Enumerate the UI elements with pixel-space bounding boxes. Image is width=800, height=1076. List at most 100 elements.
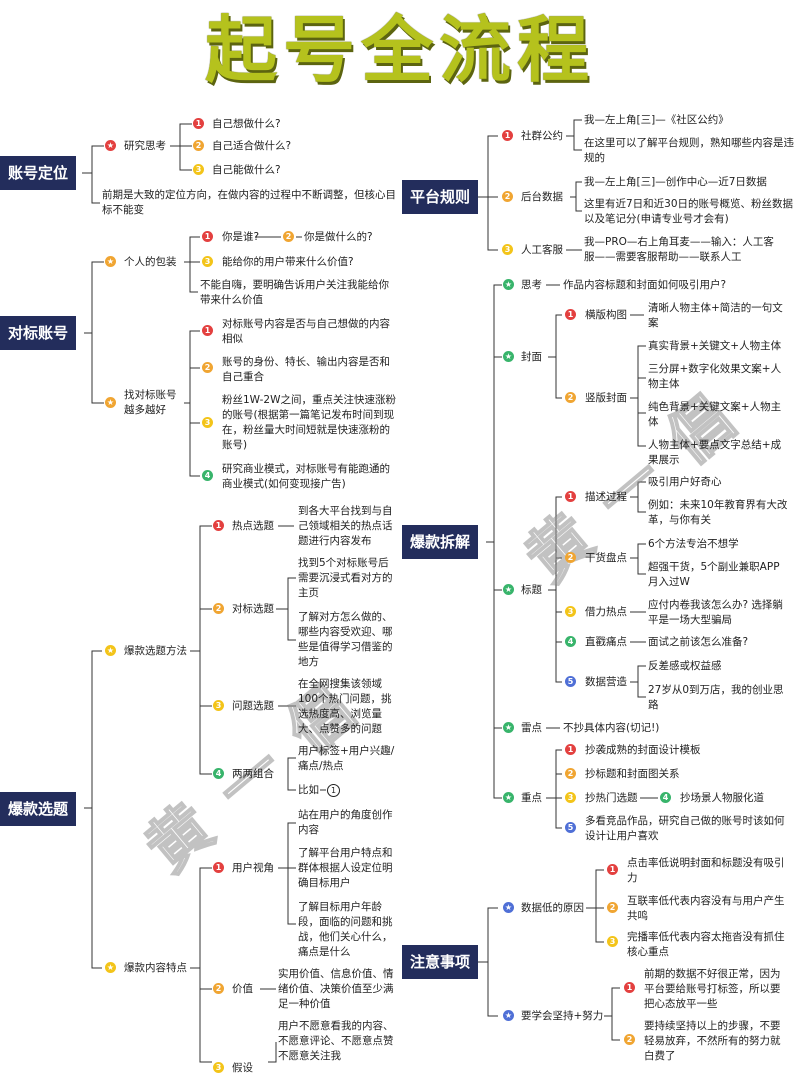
node-text: 思考 (521, 279, 542, 291)
number-1-icon: 1 (213, 520, 224, 531)
node-research: 研究思考 (124, 140, 166, 152)
node-text: 横版构图 (585, 309, 627, 321)
number-5-icon: 5 (565, 822, 576, 833)
category-platform-rules: 平台规则 (402, 180, 479, 214)
number-1-icon: 1 (565, 309, 576, 320)
number-5-icon: 5 (565, 676, 576, 687)
node-text: 了解平台用户特点和群体根据人设定位明确目标用户 (298, 847, 393, 889)
node-text: 不抄具体内容(切记!) (563, 722, 660, 734)
node-text: 找对标账号越多越好 (124, 389, 177, 416)
node-text: 自己适合做什么? (212, 140, 292, 152)
star-icon: ★ (503, 279, 514, 290)
number-2-icon: 2 (502, 191, 513, 202)
node-text: 前期的数据不好很正常，因为平台要给账号打标签，所以要把心态放平一些 (644, 968, 781, 1010)
node-text: 要学会坚持+努力 (521, 1010, 604, 1022)
number-1-icon: 1 (624, 982, 635, 993)
node-text: 在这里可以了解平台规则，熟知哪些内容是违规的 (584, 137, 794, 164)
node-text: 前期是大致的定位方向，在做内容的过程中不断调整，但核心目标不能变 (102, 189, 396, 216)
node-text: 超强干货，5个副业兼职APP月入过W (648, 561, 780, 588)
node-text: 三分屏+数字化效果文案+人物主体 (648, 363, 782, 390)
number-1-icon: 1 (565, 744, 576, 755)
node-text: 描述过程 (585, 491, 627, 503)
node-text: 雷点 (521, 722, 542, 734)
number-2-icon: 2 (624, 1034, 635, 1045)
node-text: 多看竞品作品，研究自己做的账号时该如何设计让用户喜欢 (585, 815, 785, 842)
node-text: 找到5个对标账号后需要沉浸式看对方的主页 (298, 557, 393, 599)
category-hit-breakdown: 爆款拆解 (402, 525, 479, 559)
node-text: 价值 (232, 983, 253, 995)
node-text: 社群公约 (521, 130, 563, 142)
number-4-icon: 4 (202, 470, 213, 481)
number-3-icon: 3 (607, 936, 618, 947)
number-2-icon: 2 (193, 140, 204, 151)
number-3-icon: 3 (202, 417, 213, 428)
node-text: 人工客服 (521, 244, 563, 256)
number-2-icon: 2 (565, 552, 576, 563)
node-text: 用户不愿意看我的内容、不愿意评论、不愿意点赞不愿意关注我 (278, 1020, 394, 1062)
node-text: 我—PRO—右上角耳麦——输入：人工客服——需要客服帮助——联系人工 (584, 236, 774, 263)
number-1-icon: 1 (202, 231, 213, 242)
node-text: 重点 (521, 792, 542, 804)
star-icon: ★ (105, 397, 116, 408)
node-text: 热点选题 (232, 520, 274, 532)
node-text: 吸引用户好奇心 (648, 476, 722, 488)
number-4-icon: 4 (565, 636, 576, 647)
node-text: 互联率低代表内容没有与用户产生共鸣 (627, 895, 785, 922)
node-text: 爆款选题方法 (124, 645, 187, 657)
node-text: 在全网搜集该领域100个热门问题，挑选热度高、浏览量大、点赞多的问题 (298, 678, 392, 735)
node-text: 对标选题 (232, 603, 274, 615)
node-text: 问题选题 (232, 700, 274, 712)
node-text: 人物主体+要点文字总结+成果展示 (648, 439, 782, 466)
star-icon: ★ (503, 722, 514, 733)
node-text: 抄热门选题 (585, 792, 638, 804)
number-2-icon: 2 (213, 603, 224, 614)
node-text: 了解目标用户年龄段，面临的问题和挑战，他们关心什么，痛点是什么 (298, 901, 393, 958)
node-text: 要持续坚持以上的步骤，不要轻易放弃，不然所有的努力就白费了 (644, 1020, 781, 1062)
node-text: 了解对方怎么做的、哪些内容受欢迎、哪些是值得学习借鉴的地方 (298, 611, 393, 668)
node-text: 站在用户的角度创作内容 (298, 809, 393, 836)
node-text: 面试之前该怎么准备? (648, 636, 749, 648)
node-text: 例如：未来10年教育界有大改革，与你有关 (648, 499, 788, 526)
node-text: 用户视角 (232, 862, 274, 874)
node-text: 完播率低代表内容太拖沓没有抓住核心重点 (627, 931, 785, 958)
node-text: 抄场景人物服化道 (680, 792, 764, 804)
number-1-icon: 1 (202, 325, 213, 336)
number-2-icon: 2 (202, 362, 213, 373)
star-icon: ★ (503, 1010, 514, 1021)
node-text: 作品内容标题和封面如何吸引用户? (563, 279, 727, 291)
node-text: 纯色背景+关键文案+人物主体 (648, 401, 782, 428)
number-3-icon: 3 (213, 700, 224, 711)
star-icon: ★ (105, 962, 116, 973)
category-benchmark-account: 对标账号 (0, 316, 77, 350)
node-text: 你是谁? (222, 231, 260, 243)
node-text: 对标账号内容是否与自己想做的内容相似 (222, 318, 390, 345)
node-text: 封面 (521, 351, 542, 363)
node-text: 标题 (521, 584, 542, 596)
category-account-positioning: 账号定位 (0, 156, 77, 190)
node-text: 竖版封面 (585, 392, 627, 404)
number-3-icon: 3 (202, 256, 213, 267)
number-1-icon: 1 (193, 118, 204, 129)
number-4-icon: 4 (660, 792, 671, 803)
node-text: 比如 (298, 784, 319, 796)
node-text: 27岁从0到万店，我的创业思路 (648, 684, 784, 711)
node-text: 抄袭成熟的封面设计模板 (585, 744, 701, 756)
node-text: 数据营造 (585, 676, 627, 688)
node-text: 实用价值、信息价值、情绪价值、决策价值至少满足一种价值 (278, 968, 394, 1010)
number-1-circle-icon: 1 (327, 784, 340, 797)
node-text: 我—左上角[三]—创作中心—近7日数据 (584, 176, 767, 188)
node-text: 清晰人物主体+简洁的一句文案 (648, 302, 783, 329)
node-text: 直戳痛点 (585, 636, 627, 648)
category-notes: 注意事项 (402, 945, 479, 979)
node-text: 账号的身份、特长、输出内容是否和自己重合 (222, 356, 390, 383)
node-text: 不能自嗨，要明确告诉用户关注我能给你带来什么价值 (200, 279, 389, 306)
node-text: 个人的包装 (124, 256, 177, 268)
number-3-icon: 3 (565, 606, 576, 617)
number-1-icon: 1 (502, 130, 513, 141)
node-text: 抄标题和封面图关系 (585, 768, 680, 780)
node-text: 6个方法专治不想学 (648, 538, 739, 550)
number-2-icon: 2 (607, 902, 618, 913)
number-1-icon: 1 (607, 864, 618, 875)
number-3-icon: 3 (565, 792, 576, 803)
